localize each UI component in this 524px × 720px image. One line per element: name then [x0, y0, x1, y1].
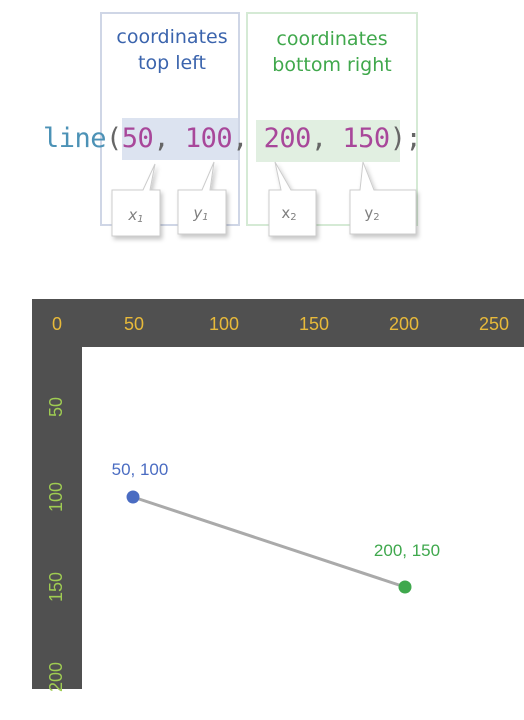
code-line: line(50, 100, 200, 150); — [43, 120, 422, 158]
code-y2: 150 — [342, 123, 390, 154]
code-open-paren: ( — [106, 123, 122, 154]
start-point-label: 50, 100 — [112, 460, 169, 479]
callout-x2-label: x2 — [281, 204, 296, 223]
x-axis-bar — [32, 299, 524, 347]
end-point — [398, 580, 412, 594]
y-tick-150: 150 — [46, 572, 66, 602]
code-x1: 50 — [121, 123, 154, 154]
code-sep1: , — [153, 123, 185, 154]
callout-y1 — [177, 161, 227, 235]
y-tick-200: 200 — [46, 662, 66, 692]
top-left-heading: coordinates top left — [102, 24, 242, 76]
x-tick-50: 50 — [124, 314, 144, 334]
top-left-heading-line1: coordinates — [116, 26, 228, 48]
top-left-heading-line2: top left — [138, 52, 206, 74]
bottom-right-heading-line1: coordinates — [276, 28, 388, 50]
y-axis-ticks: 50 100 150 200 — [46, 397, 66, 692]
code-y1: 100 — [184, 123, 233, 154]
end-point-label: 200, 150 — [374, 541, 440, 560]
bottom-right-heading: coordinates bottom right — [246, 26, 418, 78]
x-tick-250: 250 — [479, 314, 509, 334]
line-segment — [132, 495, 406, 589]
callout-x2 — [268, 161, 317, 237]
callouts: x1 y1 x2 y2 — [111, 161, 417, 237]
callout-x1 — [111, 163, 161, 237]
x-axis-ticks: 0 50 100 150 200 250 — [52, 314, 509, 334]
top-left-coordinates-box — [100, 12, 240, 226]
code-sep3: , — [310, 123, 343, 154]
code-sep2: , — [232, 123, 264, 154]
code-x2: 200 — [263, 123, 312, 154]
code-function-name: line — [43, 123, 107, 154]
bottom-right-heading-line2: bottom right — [272, 54, 392, 76]
callout-y1-label: y1 — [192, 204, 208, 223]
top-left-args-highlight — [122, 118, 238, 160]
y-tick-50: 50 — [46, 397, 66, 417]
callout-y2 — [349, 161, 417, 235]
callout-x1-label: x1 — [127, 206, 143, 225]
x-tick-200: 200 — [389, 314, 419, 334]
callout-y2-label: y2 — [364, 204, 379, 223]
y-axis-bar — [32, 299, 82, 689]
bottom-right-coordinates-box — [246, 12, 418, 226]
code-close: ); — [389, 123, 422, 154]
x-tick-150: 150 — [299, 314, 329, 334]
bottom-right-args-highlight — [256, 120, 400, 162]
x-tick-0: 0 — [52, 314, 62, 334]
y-tick-100: 100 — [46, 482, 66, 512]
x-tick-100: 100 — [209, 314, 239, 334]
start-point — [126, 490, 140, 504]
